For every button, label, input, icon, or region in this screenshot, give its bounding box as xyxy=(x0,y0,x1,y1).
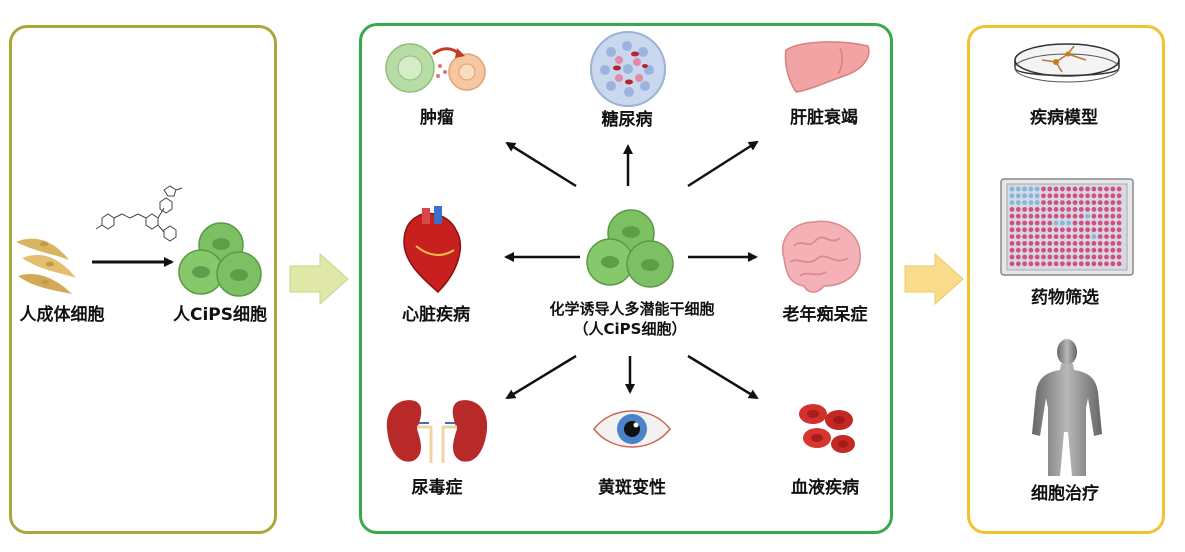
uremia-label: 尿毒症 xyxy=(411,478,463,498)
arrow-to-uremia xyxy=(505,354,577,400)
liver-failure-label: 肝脏衰竭 xyxy=(790,108,858,128)
arrow-to-liver xyxy=(687,140,759,188)
dementia-label: 老年痴呆症 xyxy=(782,305,868,325)
heart-icon xyxy=(403,206,461,294)
petri-dish-icon xyxy=(1014,43,1120,83)
tumor-cells-icon xyxy=(385,43,486,93)
center-label-line2: （人CiPS细胞） xyxy=(573,320,687,338)
eye-icon xyxy=(593,410,671,448)
blood-disease-label: 血液疾病 xyxy=(791,478,859,498)
well-plate-icon xyxy=(1000,178,1134,276)
macular-degeneration-label: 黄斑变性 xyxy=(598,478,666,498)
chemical-structure-icon xyxy=(95,185,183,242)
kidneys-icon xyxy=(386,400,488,463)
center-label-line1: 化学诱导人多潜能干细胞 xyxy=(549,300,715,318)
drug-screening-label: 药物筛选 xyxy=(1031,288,1099,308)
arrow-to-blood xyxy=(687,354,759,400)
human-silhouette-icon xyxy=(1032,339,1102,476)
cell-therapy-label: 细胞治疗 xyxy=(1031,484,1099,504)
stem-cell-cluster-icon xyxy=(586,209,674,288)
cips-cell-label: 人CiPS细胞 xyxy=(172,305,268,325)
red-blood-cells-icon xyxy=(799,404,855,453)
fibroblast-icon xyxy=(16,238,76,294)
flow-arrow-icon xyxy=(289,252,349,306)
diabetes-label: 糖尿病 xyxy=(601,110,653,130)
islet-icon xyxy=(590,31,666,107)
flow-arrow-icon xyxy=(904,252,964,306)
disease-model-label: 疾病模型 xyxy=(1030,108,1098,128)
research-applications-panel xyxy=(967,25,1165,534)
adult-cell-label: 人成体细胞 xyxy=(19,305,105,325)
stem-cell-cluster-icon xyxy=(178,222,262,297)
brain-icon xyxy=(781,220,861,293)
tumor-label: 肿瘤 xyxy=(420,108,454,128)
liver-icon xyxy=(784,41,870,93)
arrow-to-tumor xyxy=(505,141,577,188)
heart-disease-label: 心脏疾病 xyxy=(402,305,470,325)
